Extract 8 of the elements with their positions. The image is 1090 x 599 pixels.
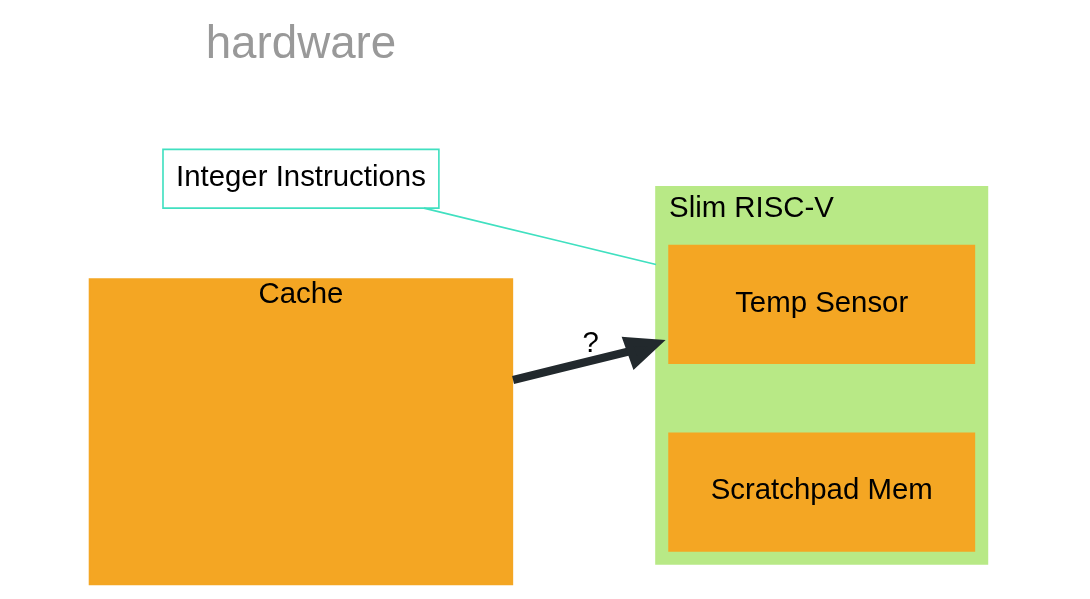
node-box: Scratchpad Mem bbox=[668, 432, 976, 552]
edge-label: ? bbox=[582, 325, 599, 359]
arrow bbox=[512, 336, 666, 384]
connector bbox=[423, 207, 657, 266]
label: hardware bbox=[205, 16, 397, 68]
node-box: Cache bbox=[88, 278, 514, 586]
node-box: Integer Instructions bbox=[162, 148, 440, 209]
node-box: Temp Sensor bbox=[668, 244, 976, 364]
